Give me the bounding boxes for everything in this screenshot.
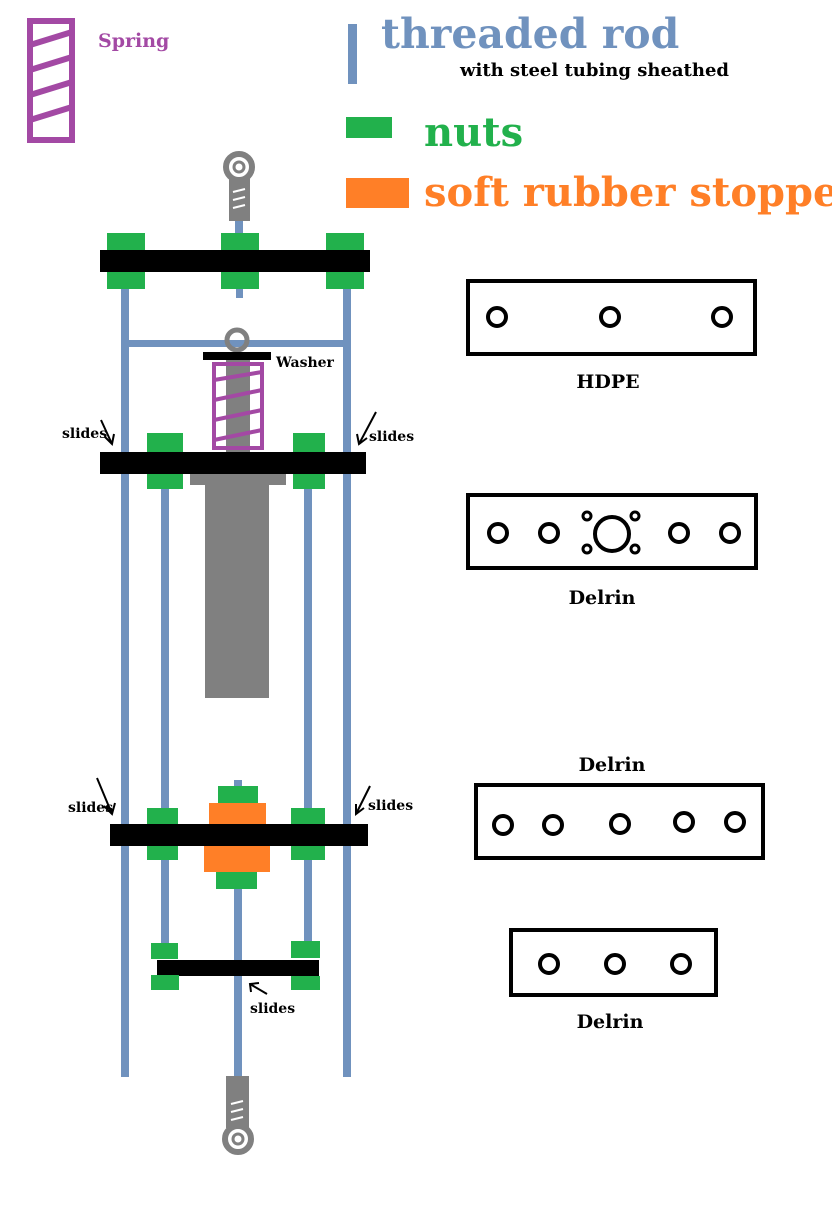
second-plate-nuts (147, 433, 325, 489)
plate-drawings: HDPE Delrin Delrin (466, 279, 765, 1033)
stopper-legend-label: soft rubber stopper (424, 169, 832, 216)
left-inner-rod (161, 478, 169, 956)
stopper-bottom-nut (216, 872, 257, 889)
right-inner-rod (304, 478, 312, 956)
delrin-plate-2-drawing (474, 783, 765, 860)
hdpe-plate-drawing (466, 279, 757, 356)
right-outer-rod (343, 237, 351, 1077)
third-plate-nuts (147, 808, 325, 860)
slides-bottom-arrow (249, 983, 268, 995)
slides-upper-left-arrow (100, 419, 113, 445)
spring (212, 362, 264, 450)
left-outer-rod (121, 237, 129, 1077)
slides-upper-right-arrow (358, 411, 377, 445)
center-rod (234, 780, 242, 1100)
cross-bar (125, 340, 347, 347)
washer-label: Washer (275, 355, 335, 371)
stopper-legend-swatch (346, 178, 409, 208)
washer (203, 352, 271, 360)
slides-upper-left-label: slides (62, 426, 107, 442)
bottom-plate (157, 960, 319, 976)
delrin-plate-3-drawing (509, 928, 718, 997)
plate-2-material-label: Delrin (569, 587, 636, 609)
bottom-rod-end (222, 1076, 254, 1155)
second-plate (100, 452, 366, 474)
slides-lower-left-arrow (96, 777, 113, 815)
bottom-plate-nuts (151, 941, 320, 990)
rod-legend-sub-label: with steel tubing sheathed (459, 60, 729, 81)
spring-legend-label: Spring (98, 30, 169, 52)
nut-legend-swatch (346, 117, 392, 138)
nuts-legend-label: nuts (424, 109, 523, 156)
stopper-top-nut (218, 786, 258, 803)
piston-eye (224, 327, 250, 353)
plate-4-material-label: Delrin (577, 1011, 644, 1033)
slides-upper-right-label: slides (369, 429, 414, 445)
top-plate (100, 250, 370, 272)
legend: Spring threaded rod with steel tubing sh… (27, 10, 832, 216)
top-plate-nuts (107, 233, 364, 289)
cylinder-flange (190, 474, 286, 485)
plate-3-material-label: Delrin (579, 754, 646, 776)
plate-1-material-label: HDPE (576, 371, 639, 393)
third-plate (110, 824, 368, 846)
rod-legend-label: threaded rod (381, 10, 679, 58)
slides-lower-right-label: slides (368, 798, 413, 814)
stopper-lower (204, 846, 270, 872)
rod-legend-swatch (348, 24, 357, 84)
stopper-upper (209, 803, 266, 825)
slides-lower-right-arrow (355, 785, 371, 815)
slides-bottom-label: slides (250, 1001, 295, 1017)
spring-legend-icon (27, 18, 75, 143)
assembly: Washer slides slides (62, 151, 414, 1155)
delrin-plate-1-drawing (466, 493, 758, 570)
cylinder-body (205, 485, 269, 698)
slides-lower-left-label: slides (68, 800, 113, 816)
